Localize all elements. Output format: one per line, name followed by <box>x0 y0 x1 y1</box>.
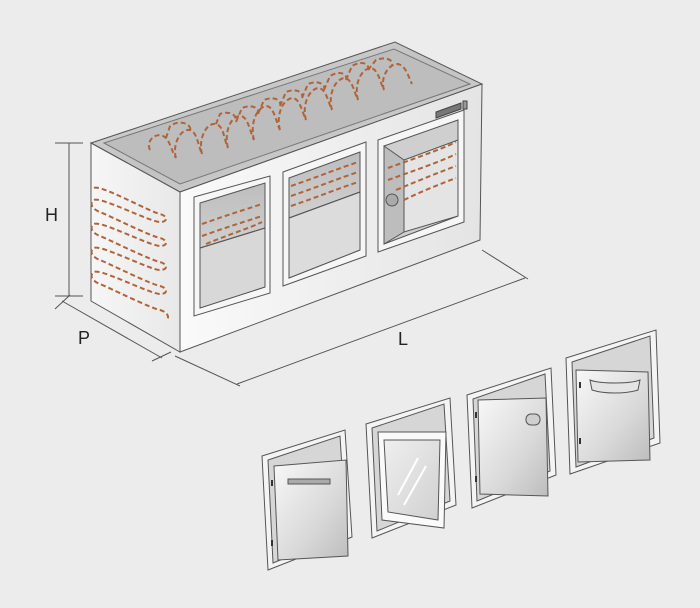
length-label: L <box>398 329 408 349</box>
length-dimension <box>174 249 529 387</box>
glass-door-option <box>365 397 457 539</box>
door-knob-icon <box>525 413 541 426</box>
flap-handle-icon <box>589 379 641 394</box>
counter-side <box>90 142 181 353</box>
side-coil <box>90 186 169 321</box>
control-panel-icon <box>435 102 462 119</box>
open-compartment <box>377 109 465 253</box>
glass-door-compartment <box>282 141 367 287</box>
drawer-compartment <box>193 175 271 317</box>
drawer-door-option <box>261 429 353 571</box>
drawer-handle-icon <box>287 478 331 485</box>
depth-label: P <box>78 328 90 348</box>
depth-dimension <box>54 294 172 362</box>
flap-door-option <box>565 329 661 475</box>
top-coil <box>147 57 413 159</box>
height-dimension <box>55 142 83 297</box>
height-label: H <box>45 205 58 225</box>
solid-door-option <box>466 367 557 509</box>
